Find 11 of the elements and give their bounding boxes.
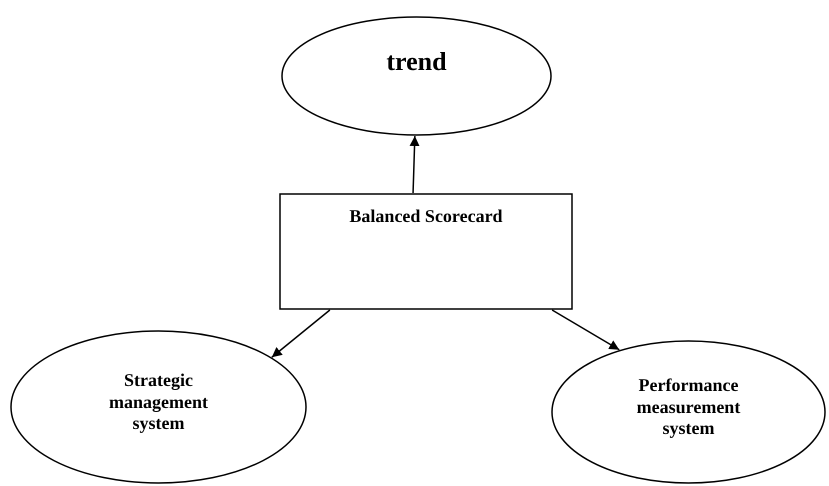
arrow: [410, 136, 420, 194]
ellipse-node: [281, 16, 552, 136]
node-label: Performance measurement system: [636, 375, 742, 440]
node-label: Strategic management system: [108, 370, 209, 435]
ellipse-node: [551, 340, 826, 484]
arrow: [271, 309, 330, 358]
node-label: trend: [386, 46, 447, 78]
node-label: Balanced Scorecard: [349, 206, 503, 228]
arrow: [552, 309, 620, 350]
ellipse-node: [10, 330, 307, 484]
process-box: [279, 193, 573, 310]
